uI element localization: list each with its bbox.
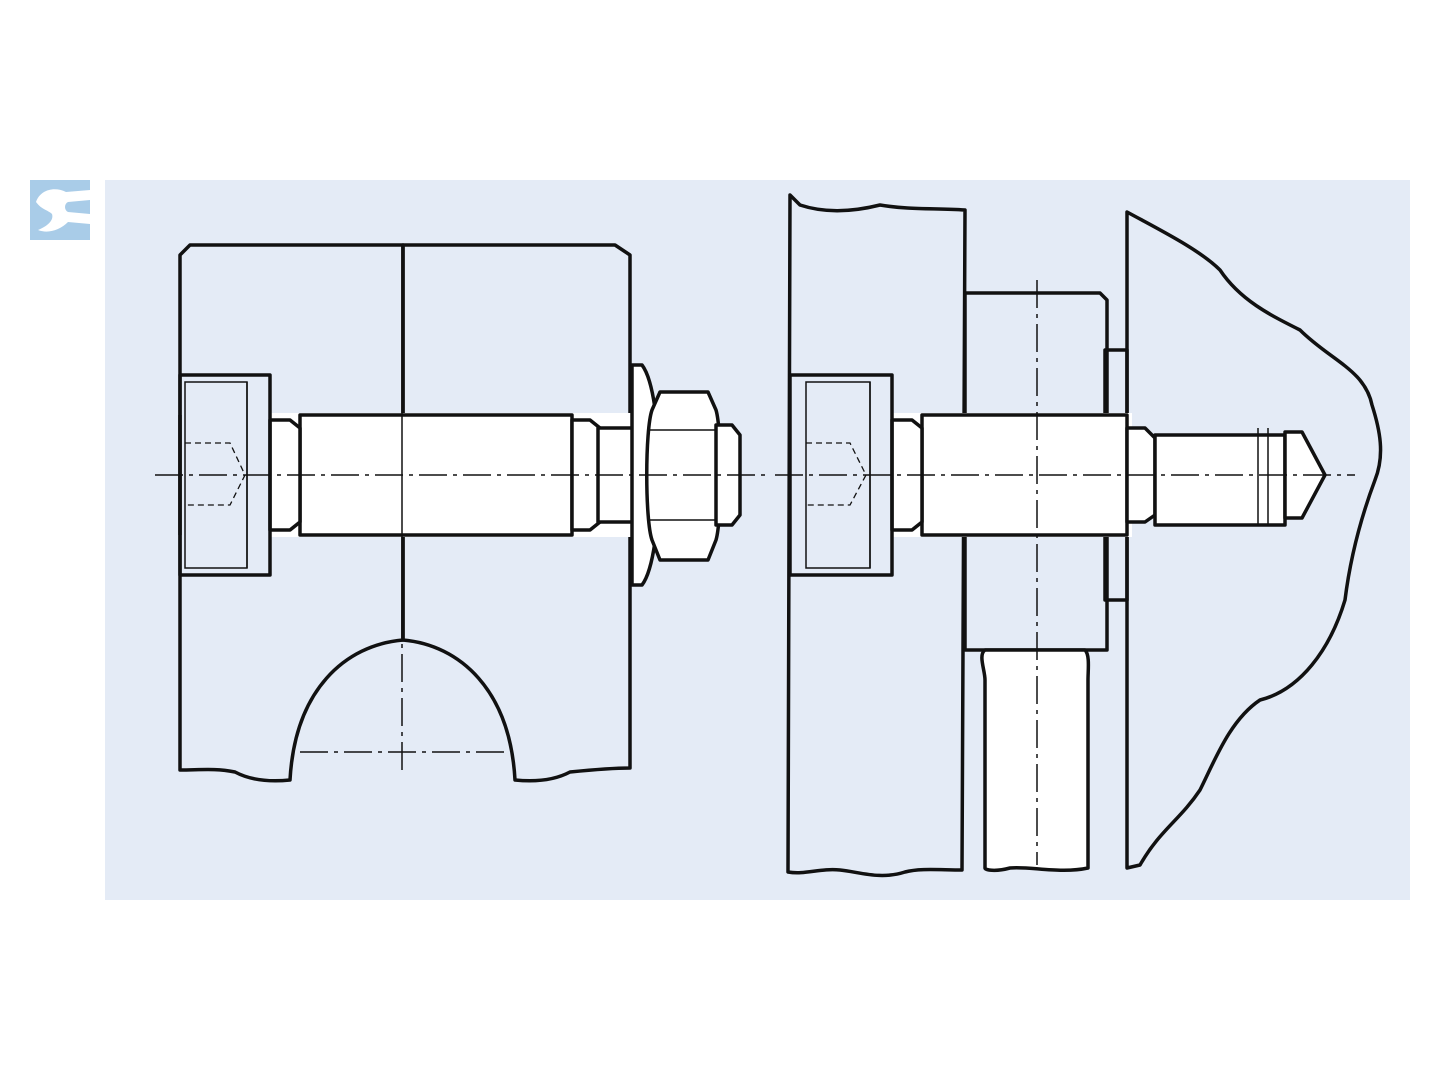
housing (1125, 210, 1383, 870)
right-block-half (401, 243, 632, 783)
mounting-plate (786, 193, 967, 878)
drawing-panel (105, 180, 1410, 900)
left-assembly (155, 243, 770, 783)
left-block-half (178, 243, 405, 783)
hex-nut (645, 390, 723, 562)
right-assembly (775, 193, 1383, 878)
rod (980, 648, 1091, 873)
wrench-logo-icon (30, 180, 90, 240)
threaded-end (1153, 433, 1287, 527)
